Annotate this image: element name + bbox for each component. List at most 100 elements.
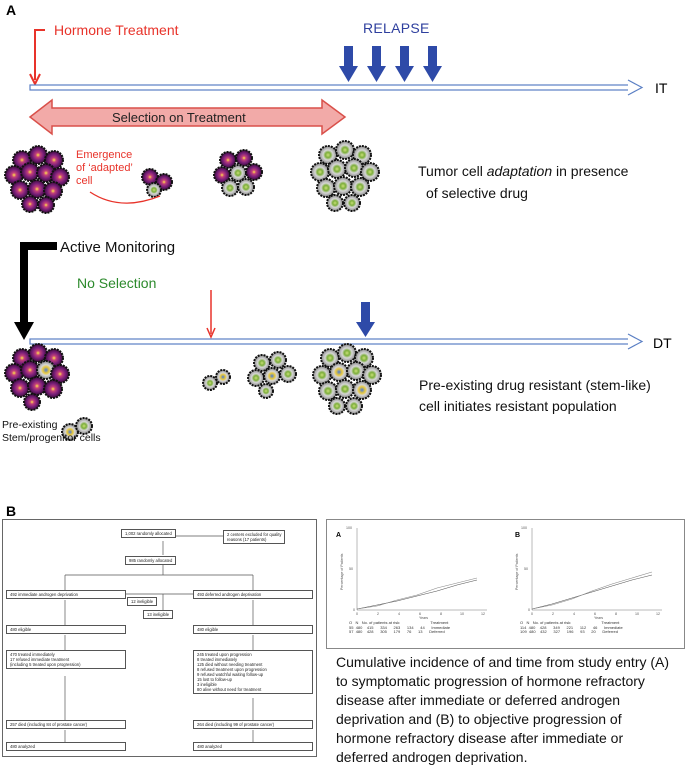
km-left-xlabel: Years — [419, 616, 428, 620]
cell: 57 — [349, 629, 354, 634]
tumor-cluster-emergence — [141, 168, 173, 198]
km-left-h3: Treatment — [430, 620, 449, 625]
flow-ineligible-right: 13 ineligible — [143, 610, 174, 619]
emergence-line-1: Emergence — [76, 149, 133, 161]
caption-line-6: deferred androgen deprivation. — [336, 749, 528, 765]
flow-excluded-box: 2 centers excluded for quality reasons (… — [223, 530, 286, 544]
cell: 114 — [520, 624, 527, 630]
hormone-treatment-label: Hormone Treatment — [54, 22, 179, 38]
km-right-ytick-0: 0 — [528, 608, 530, 612]
cell: Deferred — [602, 629, 618, 634]
km-left-letter: A — [336, 532, 342, 539]
cell: 76 — [406, 629, 412, 634]
tumor-cluster-adapted — [310, 140, 380, 212]
cell: 196 — [566, 629, 574, 634]
cell: 334 — [380, 624, 387, 630]
active-monitoring-arrow — [14, 242, 57, 340]
flow-ineligible-left: 12 ineligible — [127, 597, 158, 606]
cell: 415 — [366, 624, 374, 630]
adaptation-text: Tumor cell adaptation in presence of sel… — [418, 160, 628, 204]
cell: 480 — [528, 624, 536, 630]
km-right-xtick-8: 8 — [615, 612, 617, 616]
km-right-ytick-100: 100 — [521, 526, 527, 530]
km-right-xtick-4: 4 — [573, 612, 575, 616]
km-left-xtick-12: 12 — [481, 612, 485, 616]
emergence-label: Emergence of ‘adapted’ cell — [76, 149, 133, 188]
dt-timeline — [29, 333, 644, 350]
flow-died-left: 257 died (including 84 of prostate cance… — [6, 720, 126, 729]
km-right-xtick-6: 6 — [594, 612, 596, 616]
flow-right-detail-6: 15 lost to follow-up — [197, 677, 232, 682]
km-right-ytick-50: 50 — [524, 567, 528, 571]
flow-right-detail-7: 3 ineligible — [197, 682, 217, 687]
km-right-xtick-10: 10 — [635, 612, 639, 616]
km-left-xtick-2: 2 — [377, 612, 379, 616]
flow-left-detail-3: (including 5 treated upon progression) — [10, 662, 81, 667]
adaptation-line1-pre: Tumor cell — [418, 163, 487, 179]
cell: 46 — [592, 624, 598, 630]
caption-line-2: to symptomatic progression of hormone re… — [336, 673, 645, 689]
cell: 432 — [540, 629, 547, 634]
hormone-arrow — [29, 29, 45, 87]
km-right-letter: B — [515, 532, 521, 539]
panel-b-caption: Cumulative incidence of and time from st… — [336, 653, 669, 767]
caption-line-4: deprivation and (B) to objective progres… — [336, 711, 622, 727]
flow-left-detail-2: 17 refused immediate treatment — [10, 657, 70, 662]
flow-analyzed-left: 480 analyzed — [6, 742, 126, 751]
km-left-row-1: 55 480 415 334 263 134 44 Immediate — [349, 624, 451, 631]
cell: 305 — [380, 629, 387, 634]
cell: 179 — [393, 629, 401, 634]
km-left-xtick-4: 4 — [398, 612, 400, 616]
cell: 480 — [355, 629, 363, 634]
tumor-cluster-mixed — [213, 149, 263, 197]
cell: 44 — [420, 624, 425, 630]
km-left-h1: N — [355, 620, 359, 625]
flow-excluded-line2: reasons (17 patients) — [227, 537, 267, 542]
panel-a-graphics — [4, 29, 644, 441]
no-selection-label: No Selection — [77, 275, 157, 291]
adaptation-line2: of selective drug — [426, 185, 528, 201]
cell: 480 — [355, 624, 363, 630]
resistant-text: Pre-existing drug resistant (stem-like) … — [419, 375, 651, 417]
flow-right-detail: 245 treated upon progression 8 treated i… — [193, 650, 313, 694]
dt-cluster-mid — [247, 351, 297, 399]
km-plots-box: A B 100 50 0 0 2 4 6 8 10 12 Years 100 5… — [326, 519, 685, 649]
km-right-h2: No. of patients at risk: — [532, 620, 572, 625]
flow-right-detail-8: 80 alive without need for treatment — [197, 687, 262, 692]
flow-left-detail-1: 470 treated immediately — [10, 652, 55, 657]
km-left-table: O N No. of patients at risk: Treatment 5… — [349, 620, 451, 635]
flow-right-arm: 493 deferred androgen deprivation — [193, 590, 313, 599]
selection-label: Selection on Treatment — [112, 110, 246, 125]
emergence-line-2: of ‘adapted’ — [76, 162, 133, 174]
flow-right-detail-2: 8 treated immediately — [197, 657, 238, 662]
km-left-ytick-0: 0 — [353, 608, 355, 612]
selection-double-arrow — [28, 98, 347, 136]
km-left-xtick-0: 0 — [356, 612, 358, 616]
cell: Immediate — [431, 624, 451, 630]
it-timeline — [29, 79, 644, 96]
dt-cluster-initial — [4, 343, 70, 411]
km-left-xtick-10: 10 — [460, 612, 464, 616]
km-left-table-header: O N No. of patients at risk: Treatment — [349, 620, 450, 626]
km-right-h1: N — [526, 620, 530, 625]
adaptation-emphasis: adaptation — [486, 163, 553, 179]
consort-flowchart: 1,002 randomly allocated 2 centers exclu… — [2, 519, 317, 757]
km-right-ylabel: Percentage of Patients — [515, 553, 519, 590]
km-left-ytick-50: 50 — [349, 567, 353, 571]
cell: Immediate — [604, 624, 623, 630]
caption-line-3: disease after immediate or deferred andr… — [336, 692, 621, 708]
km-right-row-1: 114 480 428 349 221 112 46 Immediate — [520, 624, 623, 631]
flow-left-arm: 492 immediate androgen deprivation — [6, 590, 126, 599]
km-right-xlabel: Years — [594, 616, 603, 620]
flow-died-right: 264 died (including 99 of prostate cance… — [193, 720, 313, 729]
cell: 221 — [566, 624, 574, 630]
km-right-h3: Treatment — [601, 620, 620, 625]
km-left-h0: O — [349, 620, 353, 625]
flow-excluded-line1: 2 centers excluded for quality — [227, 532, 282, 537]
preexisting-line2: Stem/progenitor cells — [2, 432, 101, 444]
dt-label: DT — [653, 335, 672, 351]
km-plots: 100 50 0 0 2 4 6 8 10 12 Years 100 50 0 … — [340, 526, 662, 620]
flow-right-detail-4: 8 refused treatment upon progression — [197, 667, 267, 672]
km-right-table-header: O N No. of patients at risk: Treatment — [520, 620, 623, 626]
emergence-curve — [89, 191, 161, 204]
